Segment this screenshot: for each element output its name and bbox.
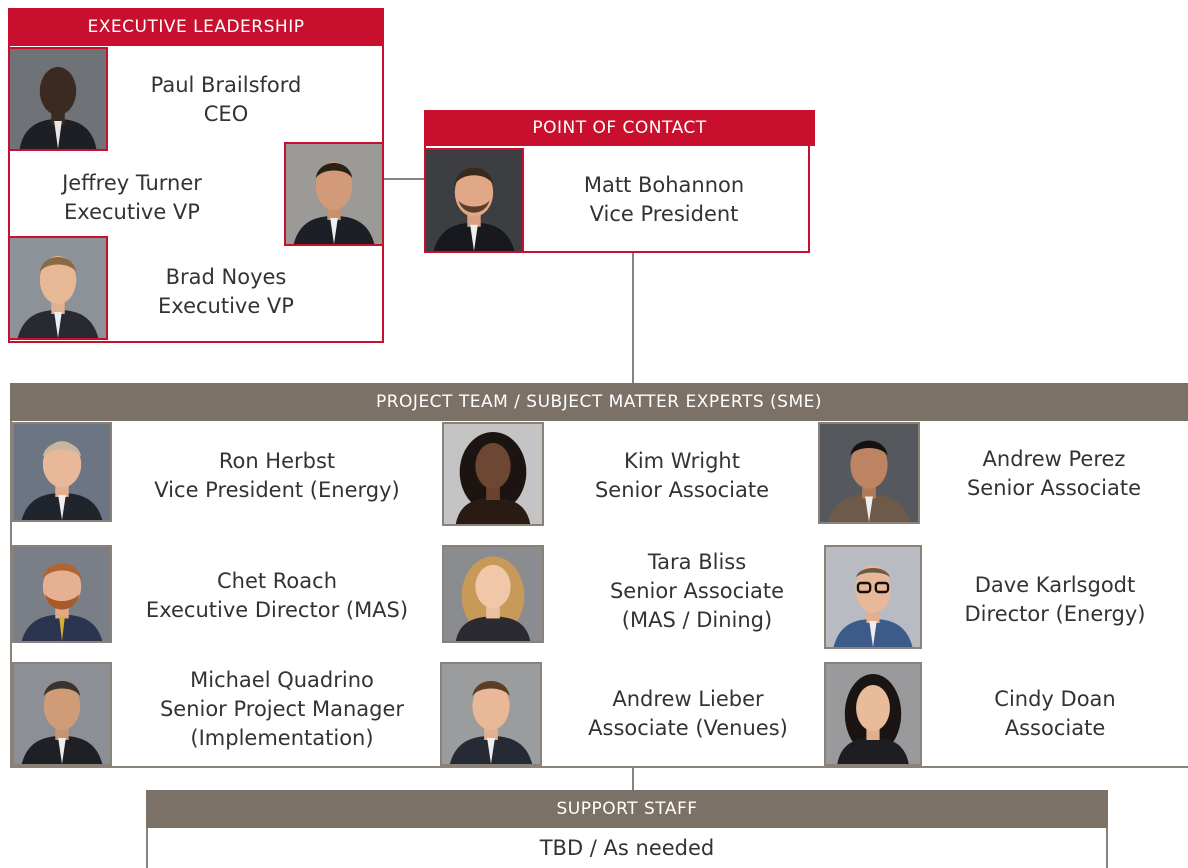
photo-tara-bliss [442,545,544,643]
team-person-1-line-1: Ron Herbst [218,449,336,473]
exec-person-3: Brad Noyes Executive VP [108,252,344,332]
connector-team-support [632,766,634,790]
project-team-header: PROJECT TEAM / SUBJECT MATTER EXPERTS (S… [10,383,1188,421]
team-person-5-line-2: Senior Associate [609,578,785,603]
exec-person-2-name: Jeffrey Turner [62,171,202,195]
team-person-5-line-1: Tara Bliss [647,549,747,574]
support-staff-header: SUPPORT STAFF [146,790,1108,828]
team-person-6: Dave Karlsgodt Director (Energy) [922,556,1188,644]
team-person-7-line-3: (Implementation) [190,725,374,750]
project-team-box [10,383,1188,768]
exec-person-3-name: Brad Noyes [165,265,287,289]
team-person-1-line-2: Vice President (Energy) [154,478,400,502]
team-person-6-line-1: Dave Karlsgodt [974,573,1136,597]
photo-andrew-lieber [440,662,542,766]
photo-brad-noyes [8,236,108,340]
exec-person-1: Paul Brailsford CEO [108,60,344,140]
team-person-7: Michael Quadrino Senior Project Manager … [112,664,452,754]
photo-michael-quadrino [12,662,112,766]
team-person-8-line-1: Andrew Lieber [612,687,764,711]
team-person-4-line-1: Chet Roach [216,569,338,593]
poc-person-title: Vice President [589,202,739,226]
photo-ron-herbst [12,422,112,522]
team-person-2-line-1: Kim Wright [624,449,740,473]
team-person-3-line-1: Andrew Perez [982,447,1126,471]
exec-person-2-title: Executive VP [64,200,200,224]
team-person-5-line-3: (MAS / Dining) [621,607,773,632]
team-person-6-line-2: Director (Energy) [964,602,1146,626]
team-person-4: Chet Roach Executive Director (MAS) [112,552,442,640]
team-person-7-line-2: Senior Project Manager [159,696,405,721]
photo-dave-karlsgodt [824,545,922,649]
team-person-4-line-2: Executive Director (MAS) [145,598,409,622]
team-person-1: Ron Herbst Vice President (Energy) [112,432,442,520]
exec-person-3-title: Executive VP [158,294,294,318]
team-person-3: Andrew Perez Senior Associate [920,430,1188,518]
exec-person-1-name: Paul Brailsford [150,73,302,97]
team-person-3-line-2: Senior Associate [966,476,1142,500]
photo-kim-wright [442,422,544,526]
team-person-2-line-2: Senior Associate [594,478,770,502]
point-of-contact-header: POINT OF CONTACT [424,110,815,146]
team-person-5: Tara Bliss Senior Associate (MAS / Dinin… [544,546,850,636]
photo-paul-brailsford [8,47,108,151]
support-staff-body: TBD / As needed [539,836,715,860]
team-person-7-line-1: Michael Quadrino [190,667,374,692]
team-person-9-line-1: Cindy Doan [994,687,1116,711]
photo-jeffrey-turner [284,142,384,246]
executive-leadership-header: EXECUTIVE LEADERSHIP [8,8,384,46]
poc-person: Matt Bohannon Vice President [524,160,804,240]
photo-cindy-doan [824,662,922,766]
connector-exec-poc [382,178,426,180]
team-person-8-line-2: Associate (Venues) [588,716,788,740]
connector-poc-team [632,253,634,383]
photo-chet-roach [12,545,112,643]
team-person-9: Cindy Doan Associate [922,670,1188,758]
exec-person-1-title: CEO [203,102,249,126]
team-person-9-line-2: Associate [1004,716,1106,740]
team-person-8: Andrew Lieber Associate (Venues) [542,670,834,758]
support-staff-box: TBD / As needed [146,828,1108,868]
team-person-2: Kim Wright Senior Associate [544,432,820,520]
photo-matt-bohannon [424,148,524,253]
exec-person-2: Jeffrey Turner Executive VP [22,158,242,238]
photo-andrew-perez [818,422,920,524]
poc-person-name: Matt Bohannon [583,173,745,197]
